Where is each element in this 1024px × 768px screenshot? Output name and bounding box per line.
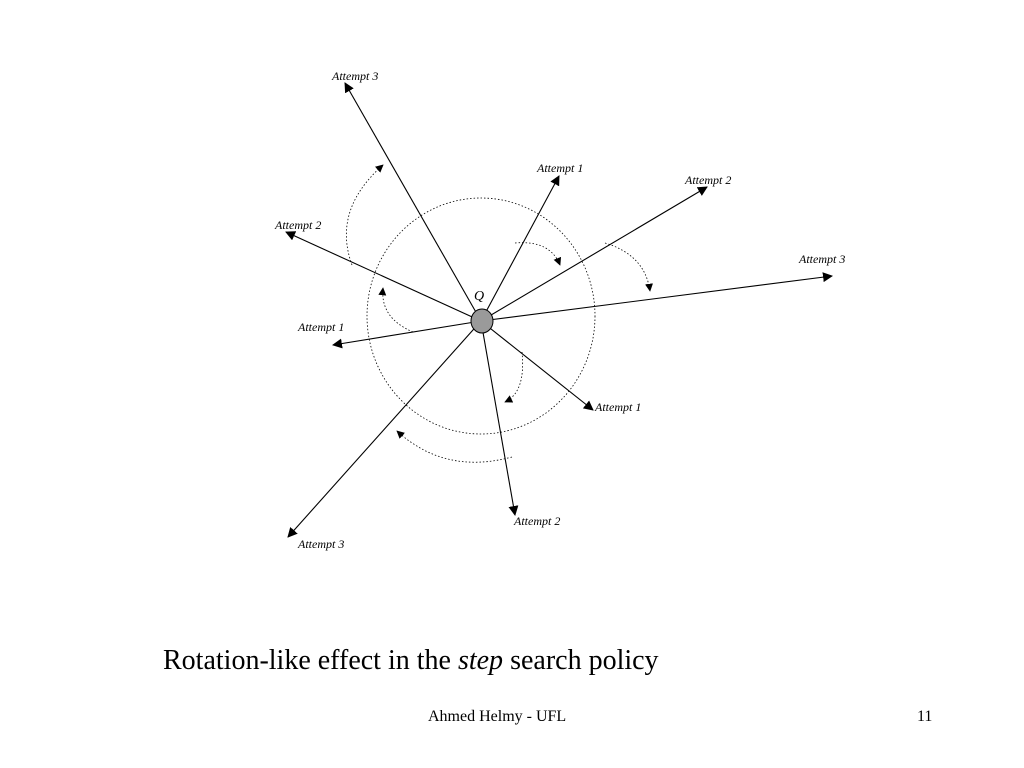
footer-author: Ahmed Helmy - UFL: [428, 708, 567, 725]
rotation-arrow-1: [514, 242, 562, 266]
label-attempt3-up: Attempt 3: [331, 69, 378, 83]
label-attempt2-down: Attempt 2: [513, 514, 560, 528]
ray-attempt3-lowleft: [287, 320, 482, 538]
ray-attempt1-up: [480, 175, 560, 322]
label-attempt2-upleft: Attempt 2: [274, 218, 321, 232]
rotation-arrows: [345, 164, 653, 463]
caption-emphasis: step: [457, 645, 504, 676]
ray-attempt1-left: [332, 320, 482, 349]
caption-suffix: search policy: [503, 645, 659, 676]
label-attempt1-lowright: Attempt 1: [594, 400, 641, 414]
rays: [285, 82, 833, 538]
search-radius-circle: [366, 197, 596, 435]
label-attempt3-lowleft: Attempt 3: [297, 537, 344, 551]
label-attempt1-up: Attempt 1: [536, 161, 583, 175]
node-q: [470, 308, 494, 334]
search-rotation-diagram: Q Attempt 1 Attempt 2 Attempt 3 Attempt …: [274, 69, 845, 551]
ray-attempt2-upright: [480, 186, 708, 322]
ray-attempt3-right: [480, 272, 833, 322]
rotation-arrow-5: [378, 287, 414, 333]
ray-attempt2-upleft: [285, 231, 482, 322]
label-attempt1-left: Attempt 1: [297, 320, 344, 334]
rotation-arrow-2: [604, 242, 653, 292]
caption-prefix: Rotation-like effect in the: [163, 645, 458, 676]
node-q-label: Q: [474, 289, 484, 304]
rotation-arrow-6: [345, 164, 384, 266]
slide-caption: Rotation-like effect in the step search …: [163, 645, 659, 677]
ray-attempt3-up: [344, 82, 482, 322]
label-attempt3-right: Attempt 3: [798, 252, 845, 266]
label-attempt2-upright: Attempt 2: [684, 173, 731, 187]
rotation-arrow-4: [396, 430, 513, 463]
ray-attempt2-down: [480, 320, 519, 516]
ray-attempt1-lowright: [480, 320, 594, 411]
rotation-arrow-3: [504, 351, 524, 403]
page-number: 11: [917, 708, 933, 725]
